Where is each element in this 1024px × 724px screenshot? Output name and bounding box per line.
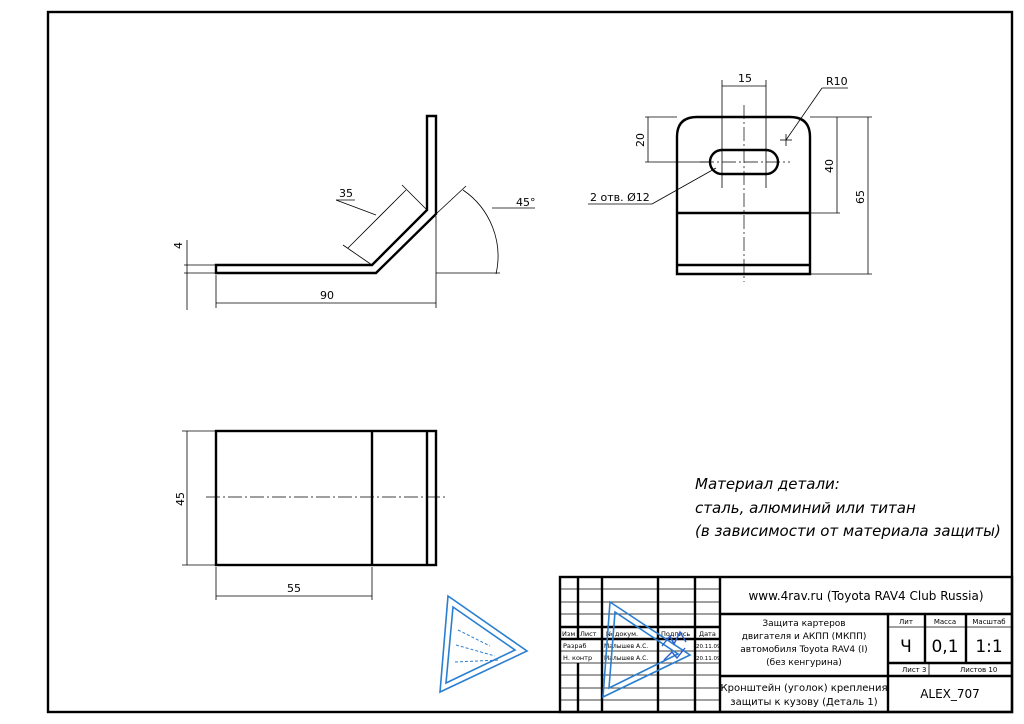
part-title-line: защиты к кузову (Деталь 1) <box>730 697 878 708</box>
dim-angle: 45° <box>516 196 536 209</box>
side-view: 4 90 35 45° <box>172 114 536 310</box>
header-izm: Изм <box>562 630 575 638</box>
website-label: www.4rav.ru (Toyota RAV4 Club Russia) <box>748 589 983 603</box>
scale-value: 1:1 <box>975 637 1002 657</box>
club-stamp <box>602 600 692 699</box>
scale-label: Масштаб <box>972 618 1005 626</box>
dim-length: 90 <box>320 289 334 302</box>
sheet-number: Лист 3 <box>902 666 926 674</box>
name-developer: Малышев А.С. <box>604 643 648 650</box>
material-note-line: (в зависимости от материала защиты) <box>695 522 1001 540</box>
name-norm-control: Малышев А.С. <box>604 655 648 662</box>
dim-slant: 35 <box>339 187 353 200</box>
dim-height-total: 65 <box>854 190 867 204</box>
bottom-view: 45 55 <box>174 429 446 600</box>
front-view: 15 20 40 65 R10 2 отв. Ø12 <box>588 72 872 282</box>
dim-slot-width: 15 <box>738 72 752 85</box>
date-norm-control: 20.11.09 <box>696 656 721 662</box>
sheet-count: Листов 10 <box>960 666 997 674</box>
dim-bottom-length: 55 <box>287 582 301 595</box>
drawing-frame <box>46 10 1014 714</box>
assembly-title-line: автомобиля Toyota RAV4 (I) <box>740 645 867 655</box>
club-stamp <box>439 594 529 694</box>
dim-height-upper: 40 <box>823 159 836 173</box>
title-block: Изм Лист № докум. Подпись Дата Разраб Ма… <box>558 575 1014 714</box>
dim-width: 45 <box>174 492 187 506</box>
header-doc: № докум. <box>605 630 638 638</box>
lit-value: Ч <box>900 637 912 657</box>
signature <box>661 630 687 661</box>
header-list: Лист <box>580 630 597 638</box>
role-norm-control: Н. контр <box>563 654 592 662</box>
material-note-line: сталь, алюминий или титан <box>695 499 916 517</box>
dim-holes: 2 отв. Ø12 <box>590 191 650 204</box>
role-developer: Разраб <box>563 642 586 650</box>
dim-thickness: 4 <box>172 242 185 249</box>
part-title-line: Кронштейн (уголок) крепления <box>721 683 888 694</box>
dim-hole-offset: 20 <box>634 133 647 147</box>
mass-label: Масса <box>934 618 956 626</box>
assembly-title-line: Защита картеров <box>762 619 845 629</box>
mass-value: 0,1 <box>931 637 958 657</box>
assembly-title-line: двигателя и АКПП (МКПП) <box>742 632 867 642</box>
dim-radius: R10 <box>826 75 848 88</box>
material-note-title: Материал детали: <box>695 475 840 493</box>
date-developer: 20.11.09 <box>696 644 721 650</box>
assembly-title-line: (без кенгурина) <box>766 658 842 668</box>
drawing-code: ALEX_707 <box>920 687 980 701</box>
lit-label: Лит <box>899 618 913 626</box>
header-date: Дата <box>699 630 716 638</box>
header-sign: Подпись <box>661 630 690 638</box>
